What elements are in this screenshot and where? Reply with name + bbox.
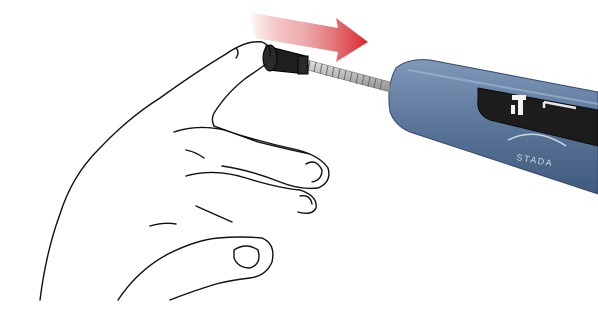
plunger-spring-icon [300, 58, 390, 92]
hand-icon [40, 42, 329, 300]
injection-pen-icon: STADA [389, 60, 598, 194]
